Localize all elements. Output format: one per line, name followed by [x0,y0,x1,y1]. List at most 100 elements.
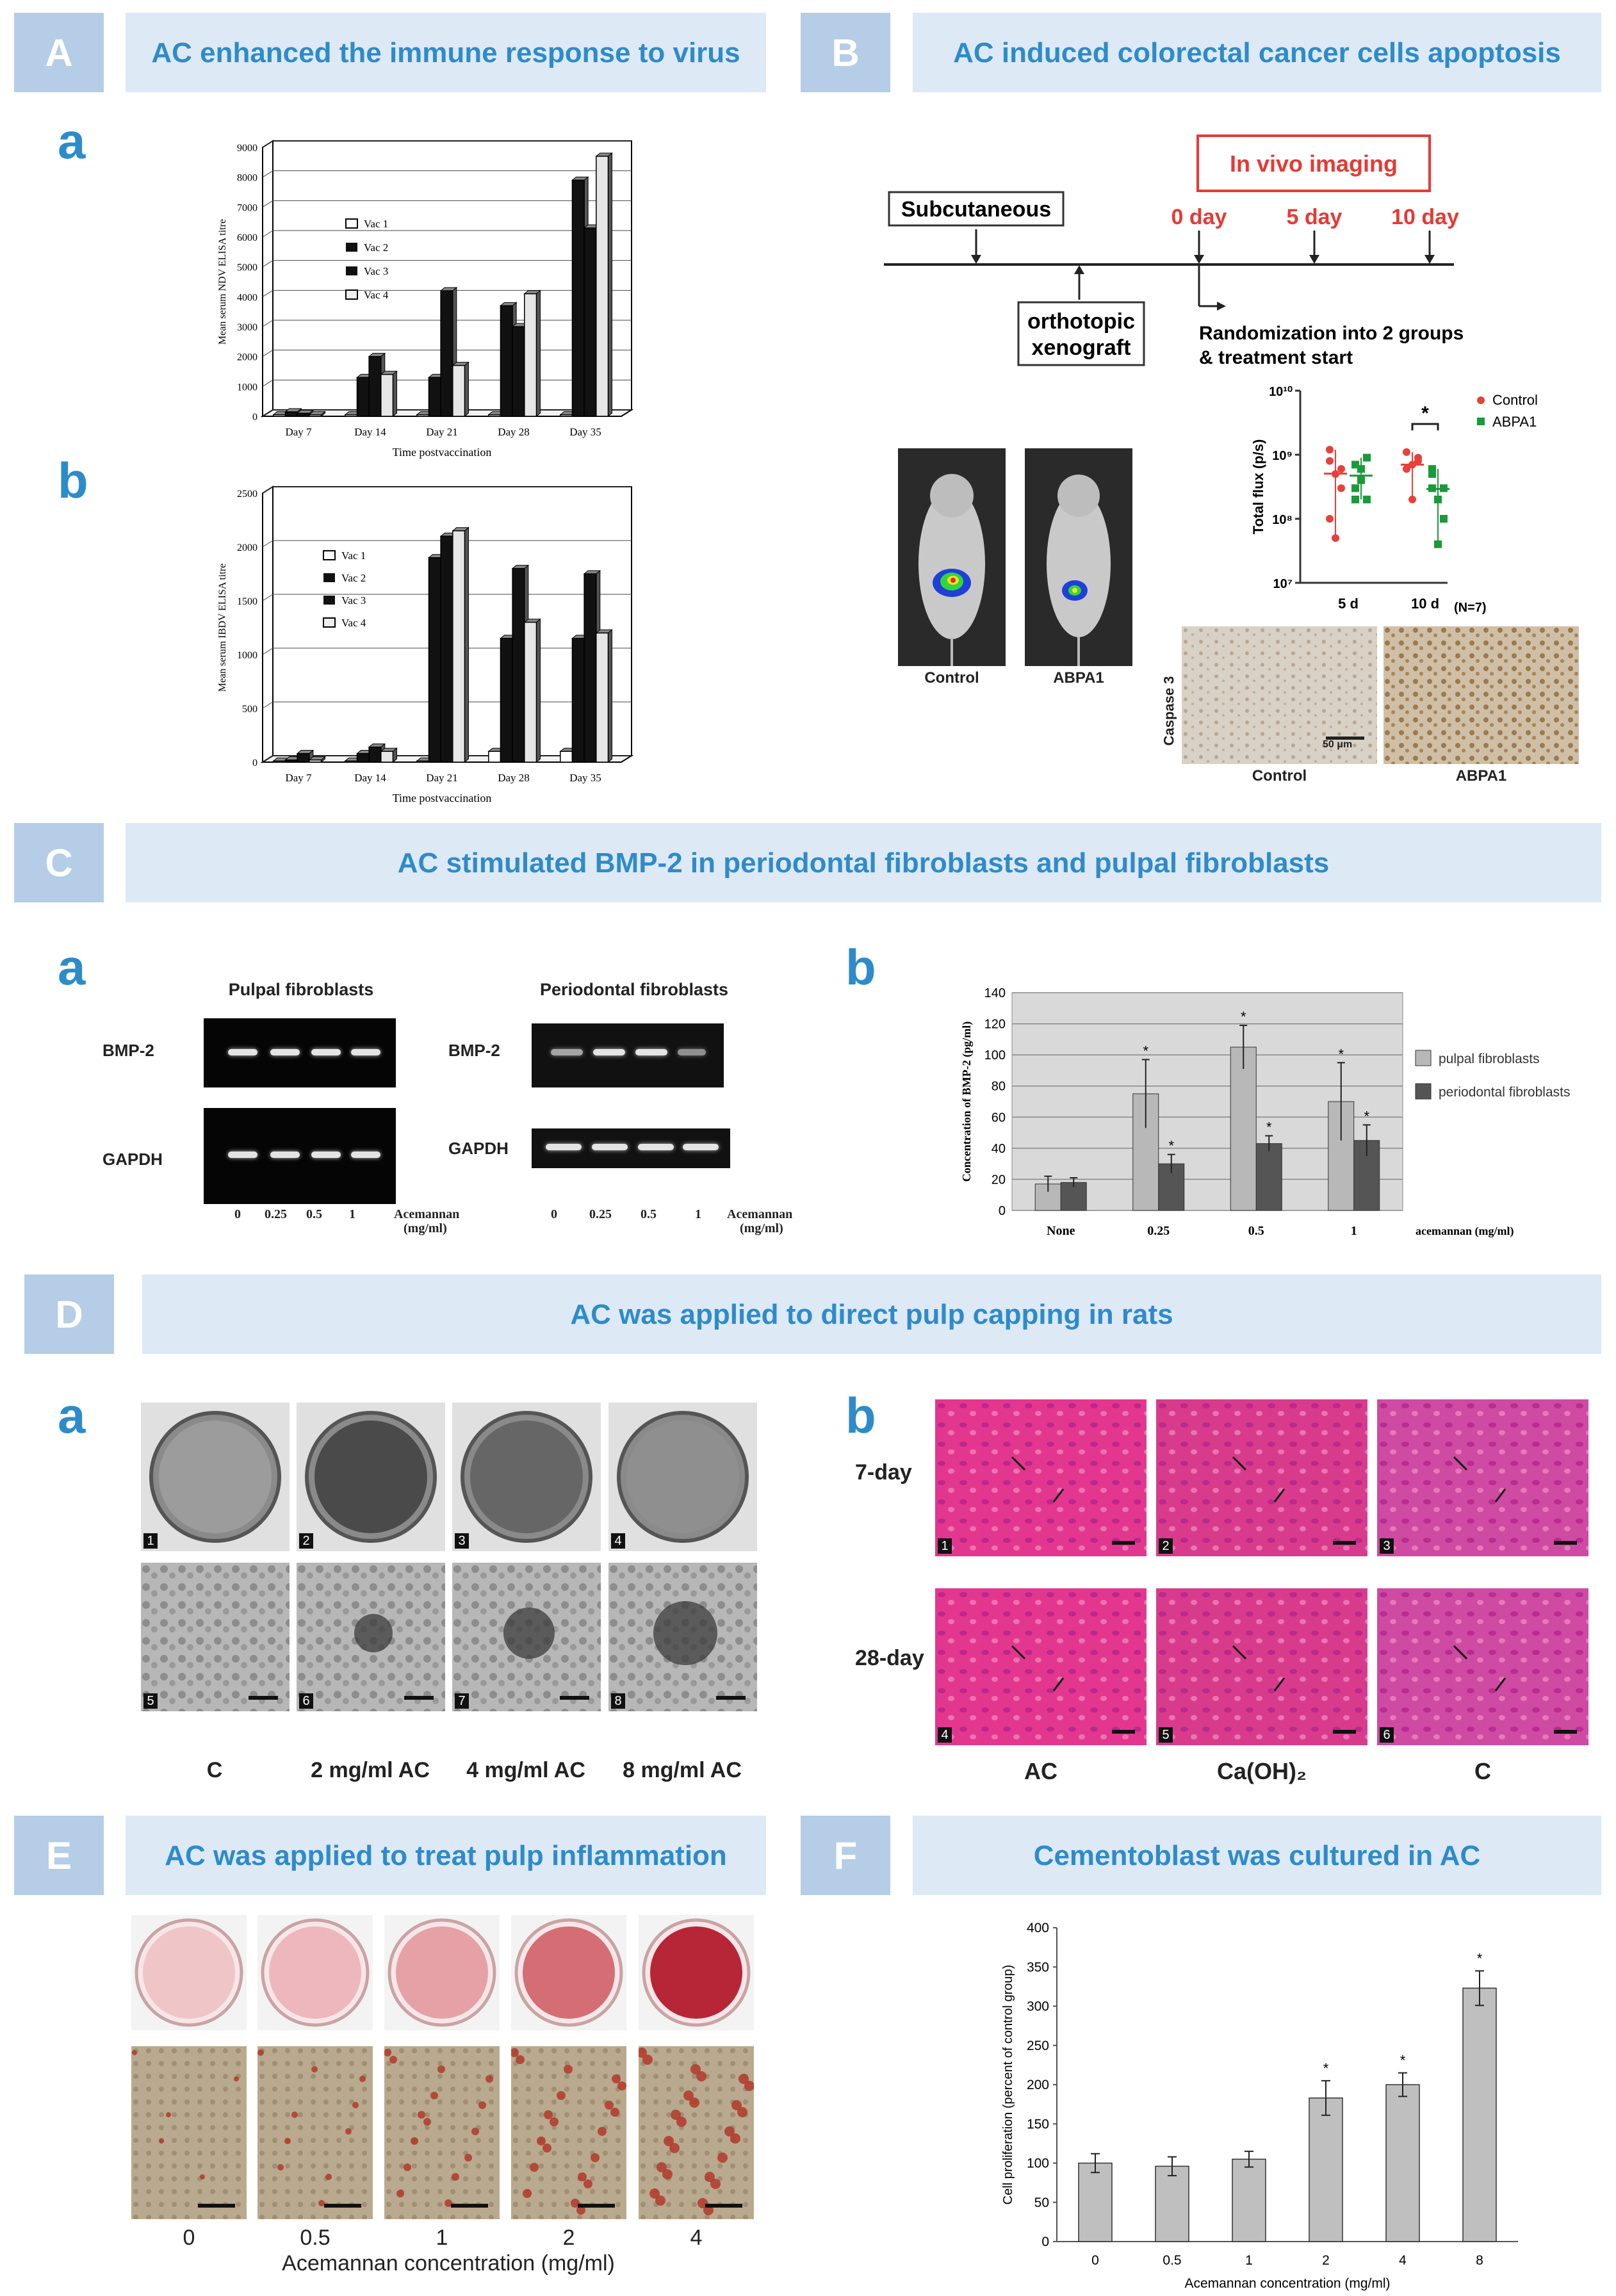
ytick: 500 [242,704,257,715]
ylabel: Total flux (p/s) [1250,439,1266,535]
panel-c-b-label: b [845,939,876,995]
d-b-image-6: 6 [1377,1588,1588,1745]
ytick: 140 [984,986,1006,1000]
xtick: 1 [1245,2253,1253,2268]
bar-A_b-3-0 [488,751,502,763]
n-note: (N=7) [1454,601,1487,615]
panel-a-a-label: a [58,113,86,169]
bar-A_b-0-0 [273,760,286,763]
bar-A_b-0-1 [284,759,298,763]
gel-label-bmp2-right: BMP-2 [448,1041,500,1060]
sig: * [1477,1950,1483,1966]
ytick: 0 [999,1204,1006,1218]
bar-1-2 [1255,1143,1282,1211]
section-d-label: D [24,1274,114,1354]
e-label-4: 2 [562,2226,575,2250]
bar-2 [1232,2158,1266,2242]
ylabel: Mean serum IBDV ELISA titre [217,564,228,692]
section-c-title: AC stimulated BMP-2 in periodontal fibro… [126,823,1601,902]
ytick: 250 [1027,2039,1049,2053]
bar-A_b-3-2 [512,567,525,763]
panel-number: 4 [611,1533,625,1549]
gel-label-gapdh-right: GAPDH [448,1139,509,1158]
bar-A_a-3-3 [524,293,537,417]
bar-A_a-2-0 [416,414,430,417]
sig: * [1143,1043,1148,1059]
panel-d-b-label: b [845,1387,876,1444]
xtick: 8 [1476,2253,1483,2268]
d-b-col-c: C [1474,1758,1491,1784]
ytick: 400 [1027,1921,1049,1935]
ihc-image-control: 50 μm [1182,626,1377,764]
bar-A_b-0-2 [297,753,310,763]
ytick: 20 [992,1173,1006,1187]
xtick: Day 28 [498,772,530,784]
legend-0: pulpal fibroblasts [1439,1052,1540,1066]
d-a-label-c: C [206,1758,223,1782]
d-a-image-5: 5 [141,1563,290,1711]
sig: * [1338,1046,1344,1062]
bar-A_b-1-1 [356,753,370,763]
panel-number: 3 [1380,1538,1394,1554]
e-micro-image-5 [639,2046,754,2219]
e-dish-image-5 [639,1915,754,2030]
mouse-image-treated [1025,448,1132,666]
ytick: 300 [1027,1999,1049,2014]
d-b-image-5: 5 [1156,1588,1367,1745]
ytick: 80 [992,1080,1006,1094]
gel-title-periodontal: Periodontal fibroblasts [539,980,729,999]
section-c-label: C [14,823,104,902]
ytick: 40 [992,1142,1006,1156]
panel-c-a-label: a [58,939,86,995]
panel-a-b-label: b [58,452,88,509]
sig: * [1400,2053,1406,2069]
e-label-5: 4 [690,2226,703,2250]
xtick: 1 [1351,1224,1357,1238]
e-dish-image-1 [131,1915,247,2030]
e-label-2: 0.5 [300,2226,331,2250]
xlabel: acemannan (mg/ml) [1416,1225,1514,1238]
d-b-col-ac: AC [1024,1758,1057,1784]
legend-a-a-4: Vac 4 [364,289,389,301]
gel-lane-r1: 0 [551,1207,557,1221]
day5-label: 5 day [1287,205,1343,229]
ytick: 7000 [237,202,257,213]
ylabel: Concentration of BMP-2 (pg/ml) [960,1022,974,1182]
d-a-image-8: 8 [608,1563,757,1711]
section-b-label: B [801,13,890,92]
panel-number: 1 [938,1538,952,1554]
ytick: 6000 [237,232,257,243]
bar-A_a-1-2 [368,355,382,417]
d-b-image-2: 2 [1156,1399,1367,1556]
sig: * [1266,1119,1272,1135]
point-ABPA1-0-2 [1363,495,1371,503]
bar-A_b-1-0 [345,760,358,763]
gel-lane-r2: 0.25 [589,1207,612,1221]
xtick: Day 28 [498,426,530,438]
bar-A_b-4-0 [560,751,573,763]
ihc-ylabel: Caspase 3 [1161,676,1177,746]
point-ABPA1-1-2 [1440,515,1448,523]
bar-3 [1309,2097,1343,2242]
ytick: 10⁷ [1273,577,1293,591]
panel-number: 2 [1159,1538,1173,1554]
legend-abpa1: ABPA1 [1492,414,1537,430]
legend-a-b-4: Vac 4 [341,617,366,629]
ytick: 10⁸ [1272,513,1293,527]
gel-pulpal-gapdh [204,1108,396,1204]
panel-number: 6 [1380,1727,1394,1743]
panel-number: 1 [143,1533,158,1549]
bar-A_a-3-2 [512,326,525,417]
legend-a-a-1: Vac 1 [364,218,388,230]
ihc-label-treated: ABPA1 [1455,767,1507,785]
e-dish-image-3 [384,1915,500,2030]
ihc-label-control: Control [1252,767,1307,785]
ytick: 5000 [237,263,257,273]
bar-4 [1385,2084,1420,2242]
xenograft-label: xenograft [1032,336,1131,360]
point-Control-0-2 [1337,484,1345,493]
d-a-image-7: 7 [452,1563,601,1711]
